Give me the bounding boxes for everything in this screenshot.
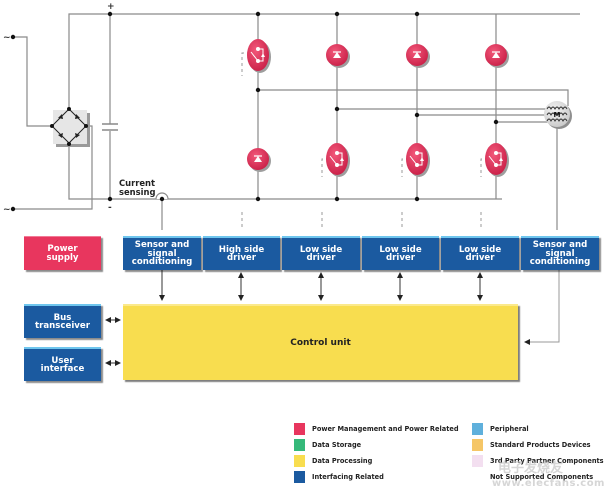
- junction-nodes: [10, 11, 499, 212]
- legend-item: Interfacing Related: [294, 471, 384, 483]
- sensor-right-label: Sensor and signal conditioning: [529, 240, 591, 268]
- ac-wire-top: [13, 36, 52, 127]
- dc-plus-label: +: [107, 2, 115, 12]
- legend-item: Not Supported Components: [472, 471, 593, 483]
- legend-swatch-third-party: [472, 455, 483, 467]
- legend-label: Not Supported Components: [490, 473, 594, 481]
- legend-swatch-power: [294, 423, 305, 435]
- diode-icon: [247, 148, 271, 172]
- high-side-driver-label: High side driver: [218, 244, 265, 263]
- sensor-right-block: Sensor and signal conditioning: [521, 236, 599, 270]
- legend-label: Data Storage: [312, 441, 362, 449]
- bus-transceiver-label: Bus transceiver: [35, 312, 90, 331]
- diode-icon: [485, 44, 509, 68]
- legend-swatch-standard: [472, 439, 483, 451]
- legend-label: Interfacing Related: [312, 473, 384, 481]
- legend-label: Data Processing: [312, 457, 373, 465]
- legend-label: Peripheral: [490, 425, 529, 433]
- legend-item: Peripheral: [472, 423, 529, 435]
- bridge-rectifier-icon: [50, 107, 90, 147]
- legend-swatch-processing: [294, 455, 305, 467]
- svg-text:M: M: [554, 111, 561, 119]
- sensor-left-block: Sensor and signal conditioning: [123, 236, 201, 270]
- legend-item: 3rd Party Partner Components: [472, 455, 604, 467]
- high-side-driver-block: High side driver: [203, 236, 280, 270]
- dc-minus-rail: [68, 144, 502, 200]
- sensor-left-label: Sensor and signal conditioning: [131, 240, 193, 268]
- user-interface-block: User interface: [24, 347, 101, 381]
- legend-swatch-storage: [294, 439, 305, 451]
- igbt-switch-icon: [406, 143, 430, 177]
- power-supply-block: Power supply: [24, 236, 101, 270]
- igbt-switch-icon: [326, 143, 350, 177]
- low-side-driver-1-block: Low side driver: [282, 236, 360, 270]
- legend-label: Power Management and Power Related: [312, 425, 459, 433]
- diode-icon: [406, 44, 430, 68]
- diode-icon: [326, 44, 350, 68]
- igbt-switch-icon: [485, 143, 509, 177]
- low-side-driver-2-label: Low side driver: [379, 244, 422, 263]
- wires: [13, 13, 580, 230]
- control-unit-label: Control unit: [290, 337, 351, 348]
- legend-swatch-peripheral: [472, 423, 483, 435]
- control-unit-block: Control unit: [123, 304, 518, 380]
- current-sensing-label-1: Current: [119, 178, 155, 188]
- power-supply-label: Power supply: [46, 244, 79, 263]
- legend-swatch-interfacing: [294, 471, 305, 483]
- bus-transceiver-block: Bus transceiver: [24, 304, 101, 338]
- dc-minus-label: -: [108, 203, 112, 213]
- low-side-driver-3-label: Low side driver: [458, 244, 502, 263]
- low-side-driver-1-label: Low side driver: [299, 244, 343, 263]
- low-side-driver-3-block: Low side driver: [441, 236, 519, 270]
- current-sensing-label-2: sensing: [119, 187, 155, 197]
- dc-plus-rail: [68, 13, 580, 108]
- igbt-switch-icon: [247, 39, 271, 73]
- legend-label: Standard Products Devices: [490, 441, 591, 449]
- legend-swatch-not-supported: [472, 471, 483, 483]
- user-interface-label: User interface: [40, 355, 85, 374]
- current-sense-loop: [155, 192, 169, 200]
- motor-icon: M: [544, 101, 572, 129]
- legend-item: Data Storage: [294, 439, 361, 451]
- capacitor-icon: [102, 123, 118, 131]
- legend-label: 3rd Party Partner Components: [490, 457, 604, 465]
- legend-item: Standard Products Devices: [472, 439, 591, 451]
- ac-input-bottom-label: ~: [3, 205, 11, 215]
- low-side-driver-2-block: Low side driver: [362, 236, 439, 270]
- watermark-url: www.elecfans.com: [492, 478, 605, 489]
- signal-arrows: [105, 270, 560, 366]
- legend-item: Data Processing: [294, 455, 372, 467]
- legend-item: Power Management and Power Related: [294, 423, 459, 435]
- ac-input-top-label: ~: [3, 33, 11, 43]
- watermark-logo: 电子发烧友: [498, 461, 564, 476]
